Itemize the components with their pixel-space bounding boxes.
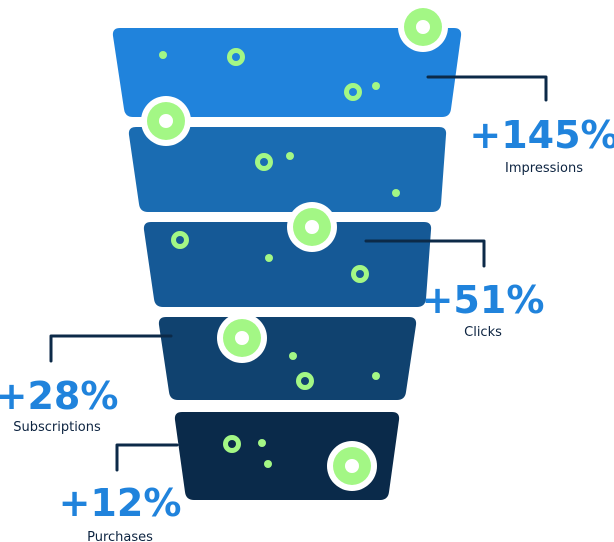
dot-icon (372, 372, 380, 380)
large-ring-icon (287, 202, 337, 252)
ring-inner (232, 53, 240, 61)
large-ring-icon (217, 313, 267, 363)
small-ring-icon (227, 48, 245, 66)
small-ring-icon (344, 83, 362, 101)
clicks-connector (364, 239, 486, 268)
dot-icon (286, 152, 294, 160)
dot-icon (265, 254, 273, 262)
dot-icon (159, 51, 167, 59)
small-ring-icon (296, 372, 314, 390)
small-ring-icon (255, 153, 273, 171)
clicks-label: Clicks (464, 325, 502, 340)
funnel-layer-4 (158, 317, 417, 400)
small-ring-icon (351, 265, 369, 283)
large-ring-icon (327, 441, 377, 491)
ring-inner (301, 377, 309, 385)
funnel-layer-1 (112, 28, 462, 117)
ring-inner (176, 236, 184, 244)
subscriptions-value: +28% (0, 374, 118, 418)
dot-icon (392, 189, 400, 197)
funnel-layer-3 (143, 222, 432, 307)
ring-inner (228, 440, 236, 448)
impressions-value: +145% (469, 113, 614, 157)
large-ring-icon (141, 96, 191, 146)
ring-inner (159, 114, 173, 128)
dot-icon (264, 460, 272, 468)
clicks-value: +51% (422, 278, 545, 322)
ring-inner (235, 331, 249, 345)
ring-inner (416, 20, 430, 34)
dot-icon (258, 439, 266, 447)
purchases-value: +12% (59, 481, 182, 525)
impressions-label: Impressions (505, 161, 583, 176)
ring-inner (305, 220, 319, 234)
ring-inner (356, 270, 364, 278)
purchases-connector (115, 443, 179, 472)
funnel-layer-2 (128, 127, 447, 212)
ring-inner (345, 459, 359, 473)
ring-inner (349, 88, 357, 96)
ring-inner (260, 158, 268, 166)
purchases-label: Purchases (87, 530, 153, 542)
impressions-connector (426, 75, 548, 102)
subscriptions-connector (49, 334, 173, 363)
dot-icon (289, 352, 297, 360)
small-ring-icon (171, 231, 189, 249)
subscriptions-label: Subscriptions (13, 420, 101, 435)
large-ring-icon (398, 2, 448, 52)
small-ring-icon (223, 435, 241, 453)
dot-icon (372, 82, 380, 90)
